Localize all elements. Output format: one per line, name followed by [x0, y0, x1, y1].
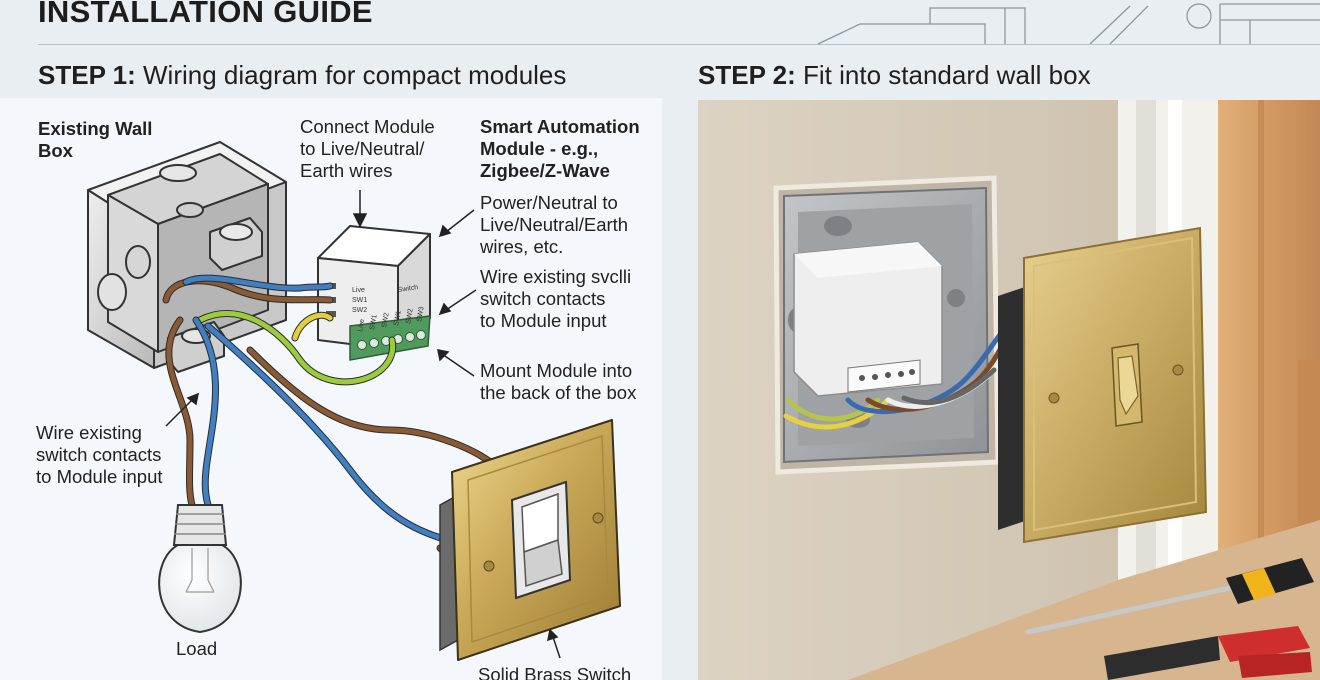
- module-term-left-1: Live: [352, 287, 365, 294]
- module-term-bottom-4: SW1: [393, 310, 403, 326]
- module-term-bottom-6: SW3: [416, 306, 426, 322]
- label-load: Load: [176, 638, 218, 659]
- module-term-left-3: SW2: [352, 307, 367, 314]
- wall-box: [87, 141, 287, 373]
- label-wire-existing-left: Wire existing switch contacts to Module …: [36, 422, 163, 487]
- step2-title-text: Fit into standard wall box: [803, 60, 1091, 90]
- screwdriver: [1025, 558, 1314, 635]
- label-mount-module: Mount Module into the back of the box: [480, 360, 637, 403]
- step2-title: STEP 2: Fit into standard wall box: [698, 60, 1091, 91]
- wires: [162, 274, 504, 570]
- header-decoration: [817, 3, 1320, 45]
- brass-switch-plate: [998, 226, 1208, 544]
- module-term-bottom-5: SW2: [405, 308, 415, 324]
- label-smart-module: Smart Automation Module - e.g., Zigbee/Z…: [480, 116, 640, 181]
- label-wire-existing-right: Wire existing svclli switch contacts to …: [480, 266, 632, 331]
- label-connect-module: Connect Module to Live/Neutral/ Earth wi…: [300, 116, 435, 181]
- step1-title: STEP 1: Wiring diagram for compact modul…: [38, 60, 566, 91]
- installed-module: [793, 241, 943, 397]
- installation-photo-panel: [698, 100, 1320, 680]
- header-divider: [38, 44, 1320, 45]
- step1-number: STEP 1:: [38, 60, 136, 90]
- label-existing-wall-box: Existing Wall Box: [38, 118, 153, 161]
- step1-title-text: Wiring diagram for compact modules: [143, 60, 567, 90]
- page-title: INSTALLATION GUIDE: [38, 0, 373, 29]
- brass-switch: [439, 419, 621, 661]
- smart-module: Live SW1 SW2 Switch Live SW1 SW2 SW1 SW2…: [317, 225, 431, 361]
- module-term-left-2: SW1: [352, 297, 367, 304]
- module-term-bottom-2: SW1: [369, 314, 379, 330]
- module-term-bottom-3: SW2: [381, 312, 391, 328]
- wiring-diagram-panel: Live SW1 SW2 Switch Live SW1 SW2 SW1 SW2…: [0, 98, 662, 680]
- label-power-neutral: Power/Neutral to Live/Neutral/Earth wire…: [480, 192, 629, 257]
- pliers: [1104, 626, 1312, 680]
- label-brass-switch: Solid Brass Switch: [478, 664, 632, 680]
- pointer-lines: [165, 190, 561, 659]
- module-term-bottom-1: Live: [357, 318, 366, 332]
- module-term-top: Switch: [397, 284, 418, 294]
- light-bulb: [158, 504, 242, 634]
- step2-number: STEP 2:: [698, 60, 796, 90]
